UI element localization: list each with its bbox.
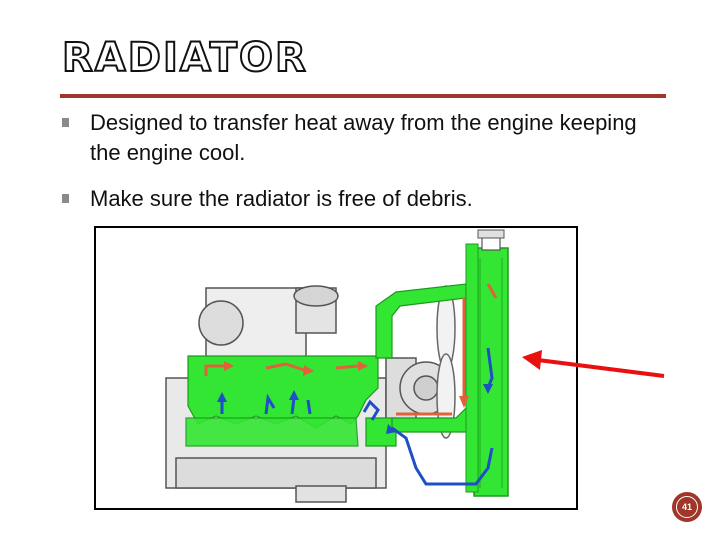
bullet-item: Designed to transfer heat away from the …: [60, 108, 660, 168]
page-number: 41: [676, 496, 698, 518]
fan-icon: [436, 285, 456, 439]
red-pointer-arrow-icon: [522, 350, 665, 378]
radiator: [465, 229, 509, 497]
title-divider: [60, 94, 666, 98]
bullet-square-icon: [62, 194, 69, 203]
engine-cooling-diagram: [94, 226, 578, 510]
hot-flow-arrows: [204, 283, 498, 416]
page-number-badge: 41: [672, 492, 702, 522]
bullet-list: Designed to transfer heat away from the …: [60, 108, 660, 230]
cool-flow-arrowheads: [217, 384, 493, 434]
bullet-square-icon: [62, 118, 69, 127]
bullet-text: Designed to transfer heat away from the …: [90, 110, 637, 165]
engine-diagram-svg: [165, 229, 509, 503]
bullet-text: Make sure the radiator is free of debris…: [90, 186, 473, 211]
slide-title: RADIATOR: [61, 35, 308, 81]
bullet-item: Make sure the radiator is free of debris…: [60, 184, 660, 214]
hot-flow-arrowheads: [224, 361, 469, 408]
